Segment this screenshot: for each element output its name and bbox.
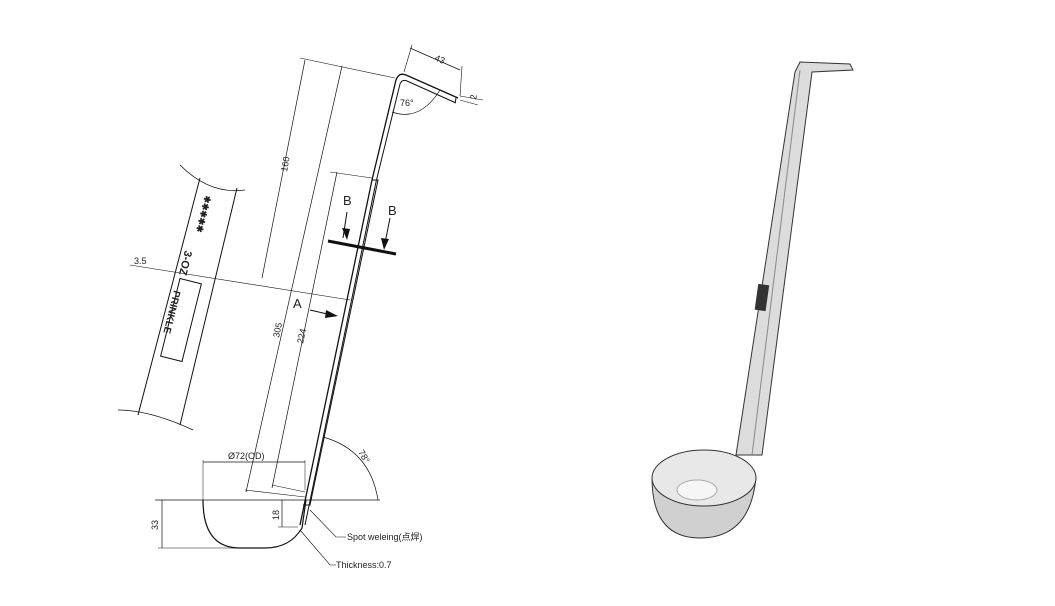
dim-224: 224 — [295, 328, 308, 345]
dim-3-5: 3.5 — [134, 256, 147, 266]
engraving-capacity: 3-OZ — [176, 249, 194, 276]
dim-2: 2 — [468, 94, 479, 101]
ladle-3d-render — [651, 61, 854, 539]
note-spot-welding: Spot weleing(点焊) — [347, 531, 423, 542]
dim-33: 33 — [150, 520, 160, 530]
section-b-left: B — [343, 193, 352, 208]
section-line-b — [327, 239, 397, 256]
dim-160: 160 — [279, 156, 291, 173]
dim-43: 43 — [433, 53, 446, 66]
bowl-outline — [202, 499, 307, 549]
engraving-brand: PRINKLE — [160, 289, 181, 335]
dim-angle-top: 76° — [400, 98, 414, 108]
dim-diameter: Ø72(OD) — [228, 451, 265, 461]
dim-angle-bottom: 78° — [356, 448, 372, 465]
view-a-label: A — [293, 296, 302, 311]
section-b-right: B — [388, 203, 397, 218]
dim-305: 305 — [271, 322, 284, 339]
note-thickness: Thickness:0.7 — [336, 560, 392, 570]
dim-18: 18 — [271, 510, 281, 520]
engraving-mark: ✱✱✱✱✱ — [194, 195, 213, 234]
handle-inner — [304, 79, 457, 526]
handle-outline — [299, 73, 459, 526]
